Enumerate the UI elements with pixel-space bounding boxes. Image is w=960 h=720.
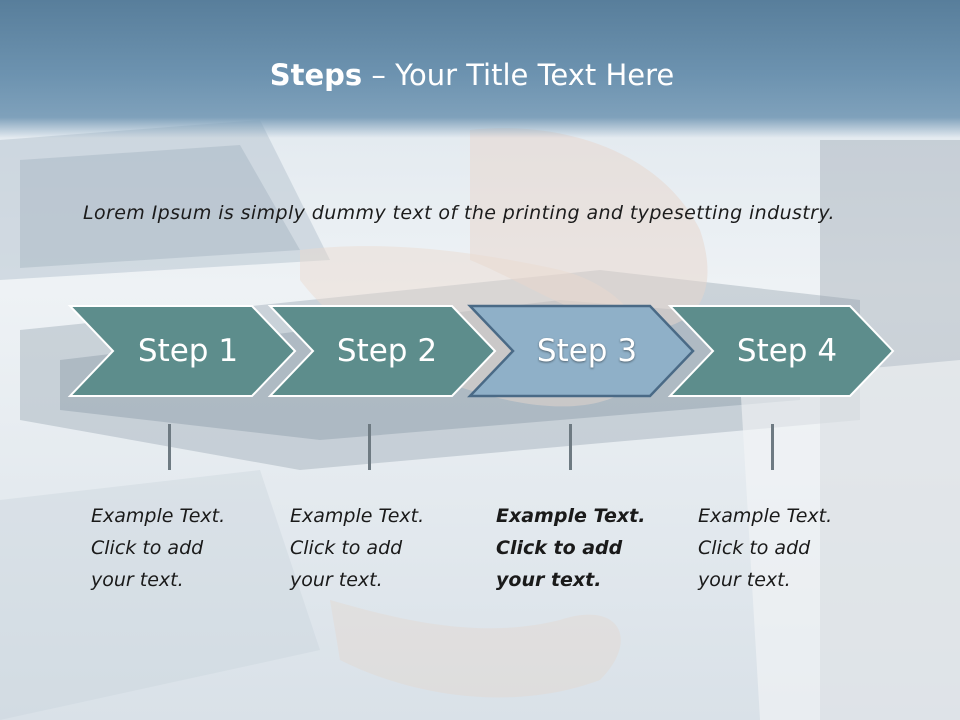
step-2-desc-line: your text. [290, 569, 383, 591]
step-3-desc-line: Example Text. [496, 505, 646, 527]
step-1-desc-line: your text. [91, 569, 184, 591]
step-3-description[interactable]: Example Text. Click to add your text. [496, 500, 666, 596]
intro-text[interactable]: Lorem Ipsum is simply dummy text of the … [83, 202, 835, 224]
step-2-connector [368, 424, 371, 470]
step-4-connector [771, 424, 774, 470]
step-2-description[interactable]: Example Text. Click to add your text. [290, 500, 460, 596]
step-4-desc-line: Example Text. [698, 505, 833, 527]
title-bar [0, 0, 960, 138]
step-3-chevron[interactable] [467, 304, 695, 398]
step-2-label: Step 2 [336, 333, 438, 369]
title-strong: Steps [269, 58, 363, 92]
slide-title[interactable]: Steps – Your Title Text Here [0, 56, 944, 94]
step-3-connector [569, 424, 572, 470]
step-3-desc-line: your text. [496, 569, 602, 591]
step-1-desc-line: Click to add [91, 537, 204, 559]
step-4-desc-line: your text. [698, 569, 791, 591]
step-4-chevron[interactable] [667, 305, 895, 397]
step-4-label: Step 4 [736, 333, 838, 369]
step-2-chevron[interactable] [267, 305, 497, 397]
step-1-desc-line: Example Text. [91, 505, 226, 527]
step-2-desc-line: Example Text. [290, 505, 425, 527]
step-3-desc-line: Click to add [496, 537, 623, 559]
step-2-desc-line: Click to add [290, 537, 403, 559]
step-4-desc-line: Click to add [698, 537, 811, 559]
step-1-chevron[interactable] [67, 305, 297, 397]
step-1-connector [168, 424, 171, 470]
step-3-label: Step 3 [536, 333, 638, 369]
title-rest: – Your Title Text Here [362, 58, 675, 92]
step-1-description[interactable]: Example Text. Click to add your text. [91, 500, 261, 596]
step-4-description[interactable]: Example Text. Click to add your text. [698, 500, 868, 596]
step-1-label: Step 1 [137, 333, 239, 369]
